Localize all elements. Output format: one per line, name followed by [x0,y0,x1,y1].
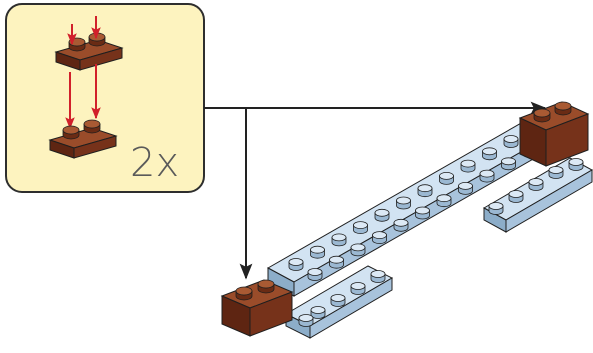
brown-plate-top [54,32,124,71]
stud [310,245,325,259]
main-assembly [220,101,593,339]
stud [350,243,366,257]
stud [479,169,495,183]
stud [350,282,366,295]
stud [482,147,497,161]
stud [329,255,344,269]
stud [554,101,572,116]
stud [288,258,304,271]
insert-arrows-upper [67,16,101,46]
stud [331,233,347,247]
stud [393,218,409,232]
placement-arrows [204,101,547,280]
stud [488,202,504,215]
insert-arrows-lower [65,64,101,130]
stud [298,314,314,327]
stud [307,268,323,281]
long-plate-studs [288,135,538,281]
substep-callout: 2x [5,3,205,193]
stud [396,196,411,210]
brown-plate-bottom [48,119,118,159]
stud [568,158,584,171]
stud [372,231,387,244]
lower-plate-studs [298,158,584,327]
stud [439,171,454,185]
stud [458,181,473,195]
quantity-label: 2x [130,140,179,186]
stud [310,306,326,319]
stud [501,157,516,171]
brown-plate-left-end [220,279,294,337]
stud [508,190,524,203]
stud [235,286,253,301]
brown-plate-right-end [518,101,590,167]
stud [533,108,551,123]
stud [83,119,101,134]
stud [370,270,386,283]
stud [528,178,544,191]
stud [417,184,433,198]
stud [330,294,346,307]
stud [257,279,275,294]
stud [436,194,452,208]
stud [62,125,80,140]
stud [353,221,368,234]
stud [374,208,390,222]
stud [548,166,564,179]
stud [503,135,519,148]
stud [415,206,430,220]
stud [460,159,476,173]
